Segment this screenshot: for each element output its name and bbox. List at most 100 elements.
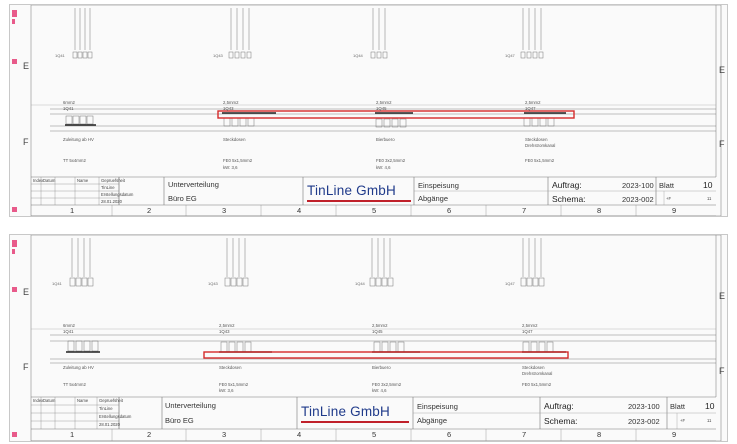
logo-underline <box>307 200 411 202</box>
row-label-E-right: E <box>719 291 726 301</box>
device-tag: 1Q47 <box>505 53 515 58</box>
company-logo: TinLine GmbH <box>307 183 396 198</box>
cable-size: 2,5mm2 <box>525 100 541 105</box>
tb-auftrag-label: Auftrag: <box>552 180 582 190</box>
device-tag: 1Q41 <box>55 53 65 58</box>
tb-unterverteilung: Unterverteilung <box>165 401 216 410</box>
highlight-box <box>203 351 569 359</box>
device-tag: 1Q43 <box>213 53 223 58</box>
schematic-drawing <box>30 5 722 216</box>
tb-datum: Datum <box>43 178 56 183</box>
cable-size: 2,5mm2 <box>223 100 239 105</box>
device-tag: 1Q43 <box>208 281 218 286</box>
device-tag-bus: 1Q43 <box>223 106 234 111</box>
device-tag: 1Q44 <box>355 281 365 286</box>
tb-blatt-label: Blatt <box>670 402 686 411</box>
tb-blatt-sub: 11 <box>707 196 712 201</box>
cable-size: 6mm2 <box>63 323 75 328</box>
tb-meta3: Erstellungsdatum <box>99 414 132 419</box>
margin-marker <box>12 207 17 212</box>
tb-meta4: 28.01.2020 <box>101 199 122 204</box>
tb-schema-value: 2023-002 <box>628 417 660 426</box>
circuit-description: Bierbuero <box>372 365 391 370</box>
tb-meta1: Gepruefsheit <box>99 398 123 403</box>
tb-schema-small: +F <box>666 196 672 201</box>
cable-size: 2,5mm2 <box>522 323 538 328</box>
tb-auftrag-value: 2023-100 <box>622 181 654 190</box>
company-logo: TinLine GmbH <box>301 404 390 419</box>
column-number: 7 <box>522 430 527 439</box>
column-number: 7 <box>522 206 527 215</box>
row-label-E: E <box>23 287 30 297</box>
schematic-panel-top: E E F F 1Q41 1Q43 1Q44 1Q47 6mm2 2,5mm2 … <box>10 5 727 216</box>
margin-marker <box>12 19 15 24</box>
cable-type: TT 5x4mm2 <box>63 158 86 163</box>
margin-marker <box>12 287 17 292</box>
cable-type: TT 5x4mm2 <box>63 382 86 387</box>
tb-name: Name <box>77 178 89 183</box>
column-number: 2 <box>147 206 152 215</box>
device-tag: 1Q44 <box>353 53 363 58</box>
power-rating: kW: 4,6 <box>376 165 391 170</box>
margin-marker <box>12 249 15 254</box>
tb-buero: Büro EG <box>168 194 197 203</box>
cable-size: 2,5mm2 <box>219 323 235 328</box>
tb-index: Index <box>33 398 44 403</box>
circuit-description: Steckdosen <box>223 137 246 142</box>
tb-unterverteilung: Unterverteilung <box>168 180 219 189</box>
circuit-description: Bierbuero <box>376 137 395 142</box>
tb-blatt-label: Blatt <box>659 181 675 190</box>
tb-name: Name <box>77 398 89 403</box>
tb-datum: Datum <box>43 398 56 403</box>
row-label-F-right: F <box>719 139 725 149</box>
column-number: 3 <box>222 430 227 439</box>
tb-schema-label: Schema: <box>544 416 578 426</box>
device-tag: 1Q41 <box>52 281 62 286</box>
margin-marker <box>12 240 17 247</box>
device-tag-bus: 1Q47 <box>522 329 533 334</box>
logo-underline <box>301 421 409 423</box>
cable-type: FE0 5x1,5mm2 <box>223 158 253 163</box>
column-number: 1 <box>70 206 75 215</box>
tb-index: Index <box>33 178 44 183</box>
cable-type: FE0 5x1,5mm2 <box>219 382 249 387</box>
tb-meta3: Erstellungsdatum <box>101 192 134 197</box>
tb-meta4: 28.01.2020 <box>99 422 120 427</box>
tb-einspeisung: Einspeisung <box>417 402 458 411</box>
power-rating: kW: 4,6 <box>372 388 387 393</box>
row-label-F-right: F <box>719 366 725 376</box>
circuit-description: Steckdosen <box>522 365 545 370</box>
circuit-description: Steckdosen <box>219 365 242 370</box>
cable-size: 6mm2 <box>63 100 75 105</box>
column-number: 6 <box>447 206 452 215</box>
device-tag-bus: 1Q41 <box>63 329 74 334</box>
tb-blatt-value: 10 <box>705 401 715 411</box>
tb-einspeisung: Einspeisung <box>418 181 459 190</box>
row-label-E-right: E <box>719 65 726 75</box>
margin-marker <box>12 59 17 64</box>
circuit-description: Zuleitung ab HV <box>63 137 94 142</box>
column-number: 1 <box>70 430 75 439</box>
highlight-box <box>217 110 575 119</box>
cable-size: 2,5mm2 <box>376 100 392 105</box>
column-number: 9 <box>672 206 677 215</box>
column-number: 4 <box>297 430 302 439</box>
column-number: 8 <box>597 206 602 215</box>
column-number: 6 <box>447 430 452 439</box>
schematic-drawing <box>30 235 722 441</box>
column-number: 3 <box>222 206 227 215</box>
cable-type: FE0 3x2,5mm2 <box>372 382 402 387</box>
row-label-E: E <box>23 61 30 71</box>
device-tag-bus: 1Q45 <box>376 106 387 111</box>
row-label-F: F <box>23 362 29 372</box>
column-number: 2 <box>147 430 152 439</box>
device-tag-bus: 1Q41 <box>63 106 74 111</box>
cable-type: FE0 3x2,5mm2 <box>376 158 406 163</box>
cable-type: FE0 5x1,5mm2 <box>522 382 552 387</box>
tb-blatt-sub: 11 <box>707 418 712 423</box>
column-number: 4 <box>297 206 302 215</box>
tb-abgaenge: Abgänge <box>418 194 449 203</box>
tb-buero: Büro EG <box>165 416 194 425</box>
cable-type: FE0 5x1,5mm2 <box>525 158 555 163</box>
cable-size: 2,5mm2 <box>372 323 388 328</box>
